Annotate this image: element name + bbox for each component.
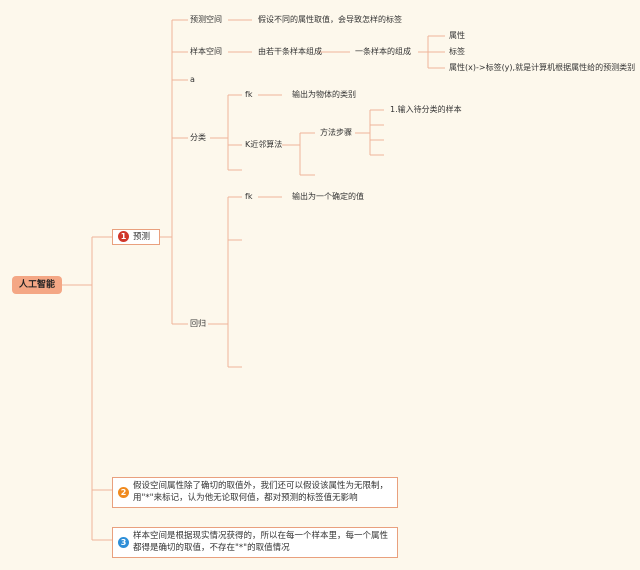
sample-item-mapping[interactable]: 属性(x)->标签(y),就是计算机根据属性给的预测类别 [449, 63, 636, 72]
root-label: 人工智能 [18, 280, 55, 290]
classification-node[interactable]: 分类 [190, 133, 206, 142]
method-steps-node[interactable]: 方法步骤 [320, 128, 352, 137]
priority-2-icon: 2 [118, 487, 129, 498]
method-step-1[interactable]: 1.输入待分类的样本 [390, 105, 462, 114]
regression-fk-node[interactable]: fk [245, 192, 253, 201]
priority-3-icon: 3 [118, 537, 129, 548]
note-3-text: 样本空间是根据现实情况获得的，所以在每一个样本里，每一个属性都得是确切的取值，不… [133, 531, 389, 553]
hypothesis-space-node[interactable]: 预测空间 [190, 15, 222, 24]
predict-node[interactable]: 1 预测 [112, 229, 160, 245]
sample-composition-node[interactable]: 一条样本的组成 [355, 47, 411, 56]
sample-space-desc[interactable]: 由若干条样本组成 [258, 47, 322, 56]
predict-label: 预测 [133, 232, 151, 242]
sample-item-label[interactable]: 标签 [449, 47, 465, 56]
root-node[interactable]: 人工智能 [12, 276, 62, 294]
a-node[interactable]: a [190, 75, 195, 84]
regression-node[interactable]: 回归 [190, 319, 206, 328]
hypothesis-space-desc[interactable]: 假设不同的属性取值，会导致怎样的标签 [258, 15, 402, 24]
note-node-2[interactable]: 2 假设空间属性除了确切的取值外，我们还可以假设该属性为无限制，用"*"来标记，… [112, 477, 398, 508]
sample-item-attribute[interactable]: 属性 [449, 31, 465, 40]
priority-1-icon: 1 [118, 231, 129, 242]
note-2-text: 假设空间属性除了确切的取值外，我们还可以假设该属性为无限制，用"*"来标记，认为… [133, 481, 389, 503]
knn-node[interactable]: K近邻算法 [245, 140, 283, 149]
classification-fk-node[interactable]: fk [245, 90, 253, 99]
sample-space-node[interactable]: 样本空间 [190, 47, 222, 56]
classification-fk-desc[interactable]: 输出为物体的类别 [292, 90, 356, 99]
regression-fk-desc[interactable]: 输出为一个确定的值 [292, 192, 364, 201]
note-node-3[interactable]: 3 样本空间是根据现实情况获得的，所以在每一个样本里，每一个属性都得是确切的取值… [112, 527, 398, 558]
